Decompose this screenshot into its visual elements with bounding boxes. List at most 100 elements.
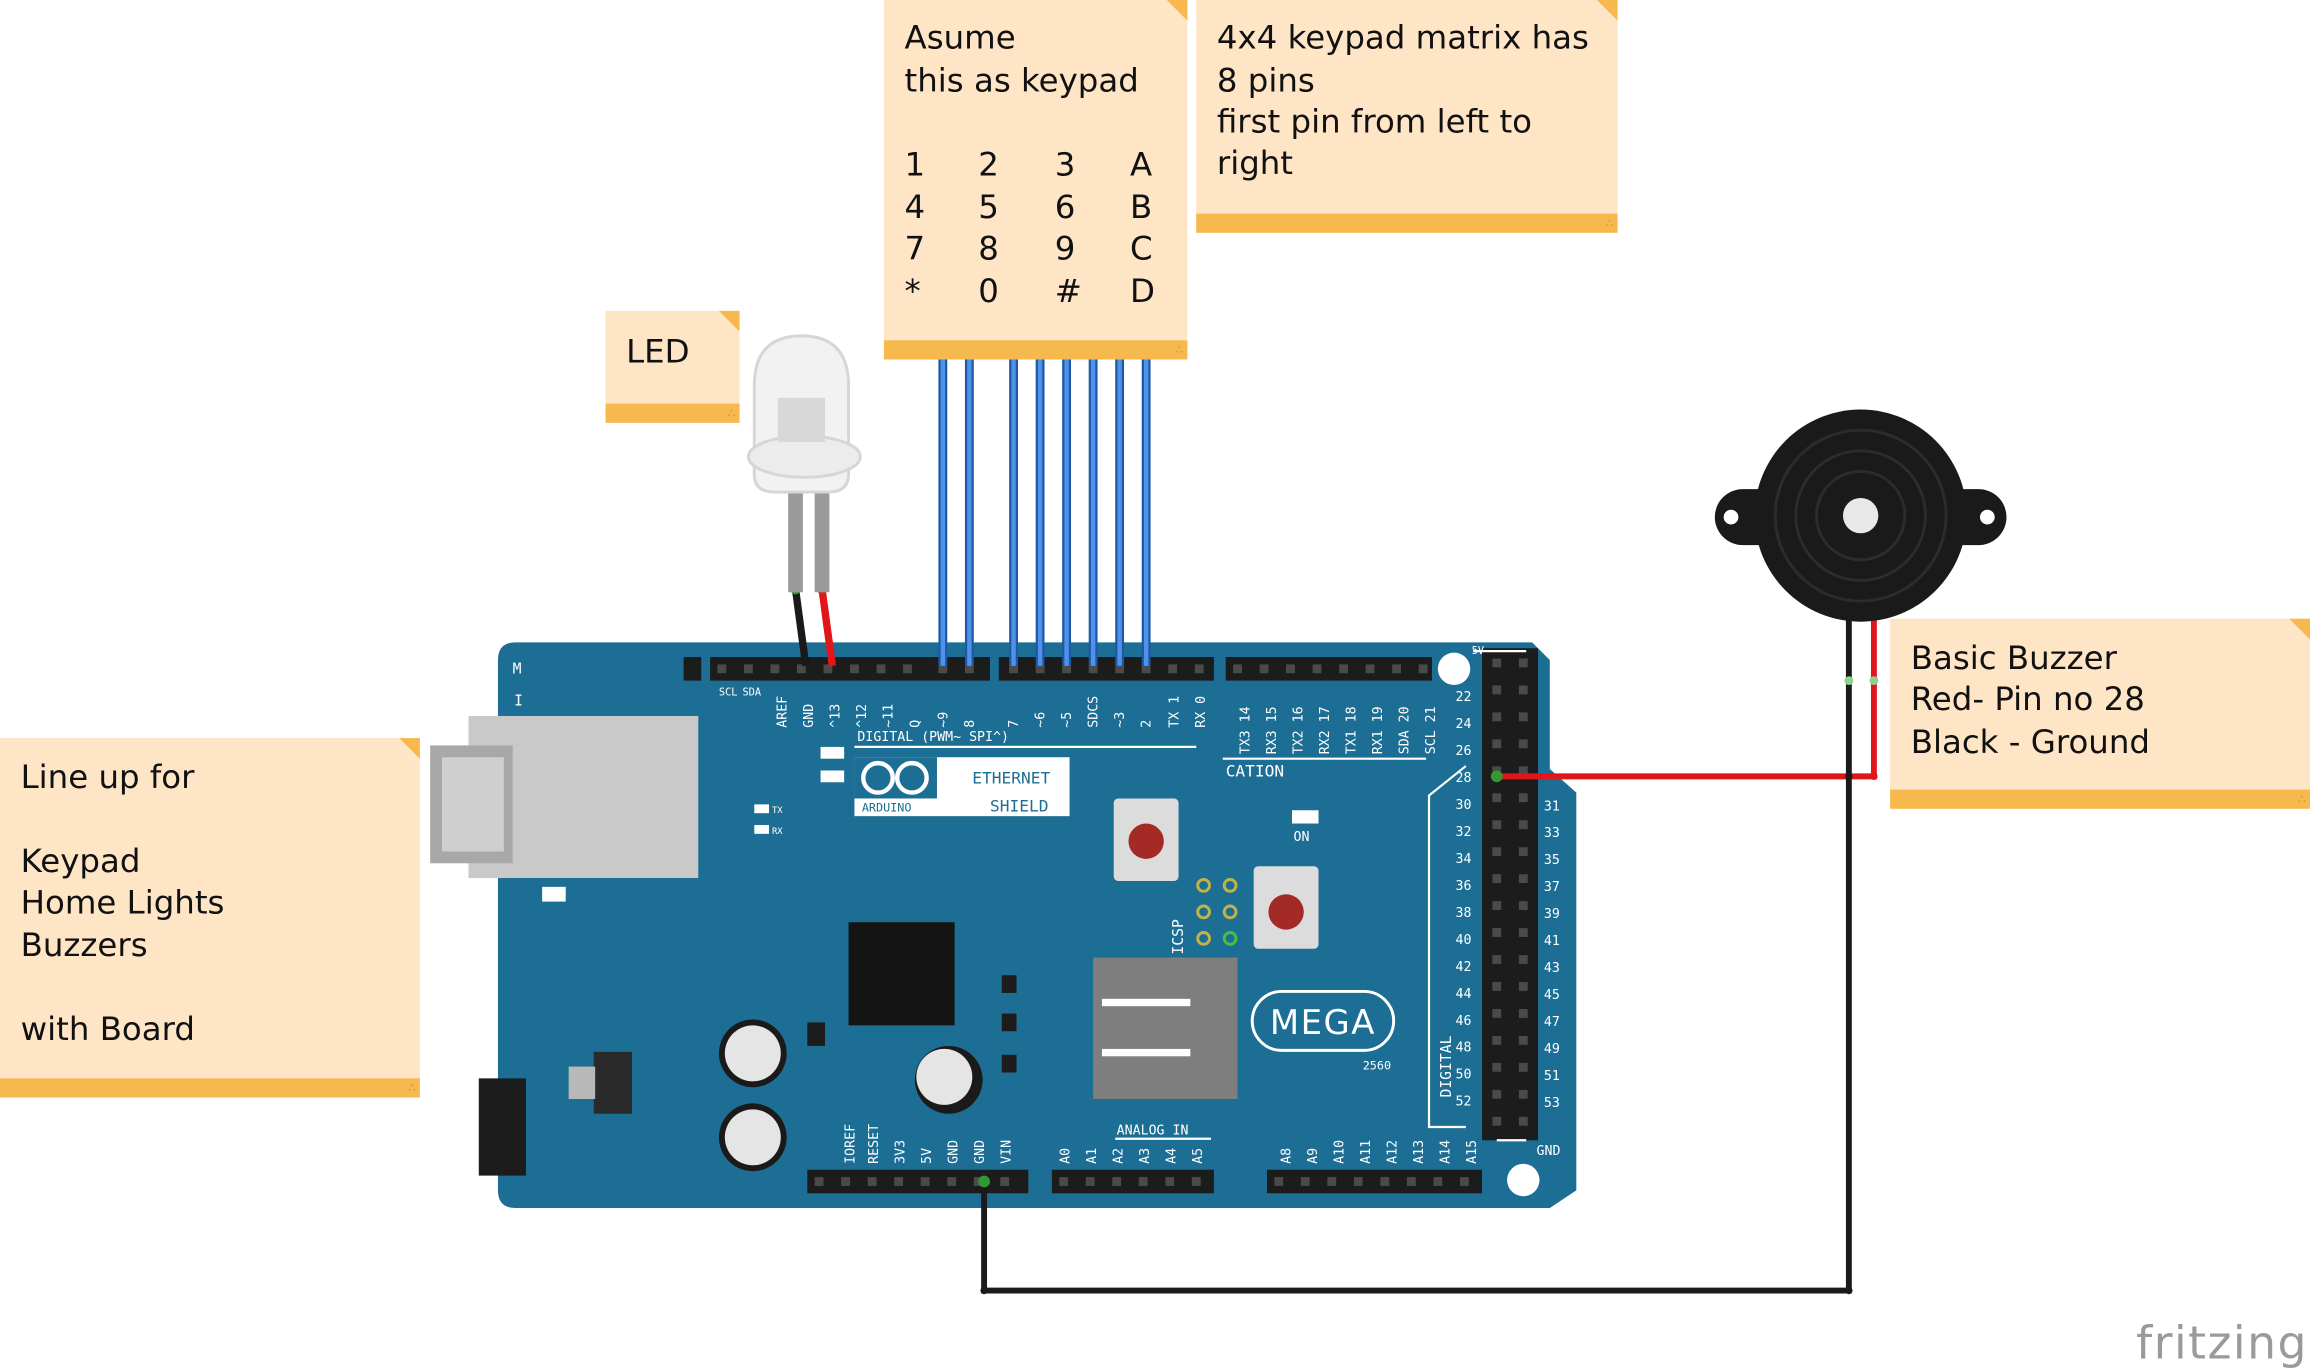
pin-label: 48	[1456, 1041, 1472, 1056]
pin-hole	[1062, 664, 1072, 674]
pin-hole	[1300, 1177, 1310, 1186]
pin-hole	[1380, 1177, 1390, 1186]
keypad-key: 7	[904, 231, 926, 269]
pin-hole	[743, 664, 753, 674]
pin-label: TX3 14	[1238, 706, 1253, 754]
pin-label: 38	[1456, 906, 1472, 921]
pin-label: RX3 15	[1265, 706, 1280, 754]
buzzer-note-line2: Red- Pin no 28	[1910, 682, 2145, 719]
shield-brand: ARDUINO	[862, 801, 912, 815]
header-analog-2	[1266, 1169, 1483, 1194]
pin-label: 5V	[920, 1148, 935, 1164]
keypad-key: 3	[1054, 147, 1076, 185]
pin-label: ^13	[829, 704, 844, 728]
pin-hole	[1518, 1035, 1528, 1045]
pin-label: A11	[1359, 1140, 1374, 1164]
fritzing-watermark: fritzing	[2136, 1317, 2308, 1371]
header-digital-right	[1482, 648, 1539, 1141]
keypad-note-line2: this as keypad	[904, 63, 1139, 101]
pin-label: 34	[1456, 852, 1472, 867]
pin-hole	[841, 1177, 851, 1186]
pin-label: 39	[1544, 907, 1560, 922]
pin-label: A13	[1412, 1140, 1427, 1164]
pin-hole	[1115, 664, 1125, 674]
pin-hole	[1459, 1177, 1469, 1186]
pin-label: GND	[973, 1140, 988, 1164]
main-chip	[848, 922, 955, 1026]
header-comm	[1225, 657, 1432, 681]
pin-hole	[1365, 664, 1375, 674]
mounting-hole	[1437, 652, 1471, 686]
buzzer-note-line3: Black - Ground	[1910, 724, 2150, 762]
pin-hole	[876, 664, 886, 674]
pin-label: A9	[1306, 1148, 1321, 1164]
pin-label: 53	[1544, 1096, 1560, 1111]
pin-hole	[1518, 847, 1528, 857]
pin-hole	[1353, 1177, 1363, 1186]
pin-hole	[938, 664, 948, 674]
fivev-label: 5V	[1472, 645, 1484, 657]
led-note: LED ∴	[605, 310, 740, 423]
pin-hole	[1009, 664, 1018, 674]
pin-label: 41	[1544, 934, 1560, 949]
pin-hole	[1141, 664, 1151, 674]
pin-hole	[1492, 739, 1502, 749]
pin-hole	[1492, 1062, 1502, 1072]
pin-label: 33	[1544, 826, 1560, 841]
pin-label: 40	[1456, 933, 1472, 948]
regulator	[593, 1051, 633, 1114]
keypad-key: D	[1129, 273, 1155, 311]
pin-hole	[1191, 1177, 1201, 1186]
pin-label: A15	[1465, 1140, 1480, 1164]
pin-label: RX1 19	[1371, 706, 1386, 754]
pin-holes	[717, 658, 1528, 1186]
pin-hole	[1518, 820, 1528, 830]
led-note-label: LED	[626, 334, 690, 372]
pin-hole	[1518, 874, 1528, 884]
buzzer-note: Basic Buzzer Red- Pin no 28 Black - Grou…	[1890, 618, 2310, 809]
pin-hole	[1492, 1035, 1502, 1045]
pin-hole	[1339, 664, 1348, 674]
pin-label: 37	[1544, 880, 1560, 895]
pin-hole	[1518, 712, 1528, 722]
pin-hole	[1059, 1177, 1069, 1186]
pin-label: 32	[1456, 825, 1472, 840]
pin-label: RESET	[867, 1124, 882, 1164]
pin-label: A12	[1386, 1140, 1401, 1164]
on-label: ON	[1293, 830, 1309, 845]
pin-hole	[1112, 1177, 1122, 1186]
pin-label: 46	[1456, 1014, 1472, 1029]
pin-hole	[1518, 1062, 1528, 1072]
matrix-note-line4: right	[1216, 145, 1294, 183]
pin-label: IOREF	[843, 1124, 858, 1164]
pin-hole	[920, 1177, 930, 1186]
header-top-1	[710, 657, 932, 681]
pin-hole	[1492, 901, 1502, 910]
pin-hole	[1165, 1177, 1175, 1186]
pin-hole	[1392, 664, 1402, 674]
pin-label: A3	[1138, 1148, 1153, 1164]
pin-hole	[947, 1177, 957, 1186]
pin-hole	[1286, 664, 1295, 674]
pin-label: 35	[1544, 853, 1560, 868]
header-power	[807, 1169, 1029, 1194]
pin-label: GND	[947, 1140, 962, 1164]
buzzer-wires	[978, 680, 1878, 1295]
buzzer-note-line1: Basic Buzzer	[1910, 640, 2117, 678]
pin-label: 31	[1544, 799, 1560, 814]
pin-label: 52	[1456, 1095, 1472, 1110]
pin-label: 47	[1544, 1015, 1560, 1030]
pin-hole	[1233, 664, 1242, 674]
pin-label: GND	[802, 704, 817, 728]
pin-label: 50	[1456, 1068, 1472, 1083]
keypad-key: #	[1054, 273, 1082, 311]
pin-label: TX2 16	[1291, 706, 1306, 754]
lineup-note-line1: Line up for	[20, 760, 195, 798]
pin-hole	[1518, 766, 1528, 776]
header-analog	[1051, 1169, 1214, 1194]
keypad-key: 8	[978, 231, 999, 269]
pin-label: 26	[1456, 744, 1472, 759]
pin-hole	[770, 664, 780, 674]
